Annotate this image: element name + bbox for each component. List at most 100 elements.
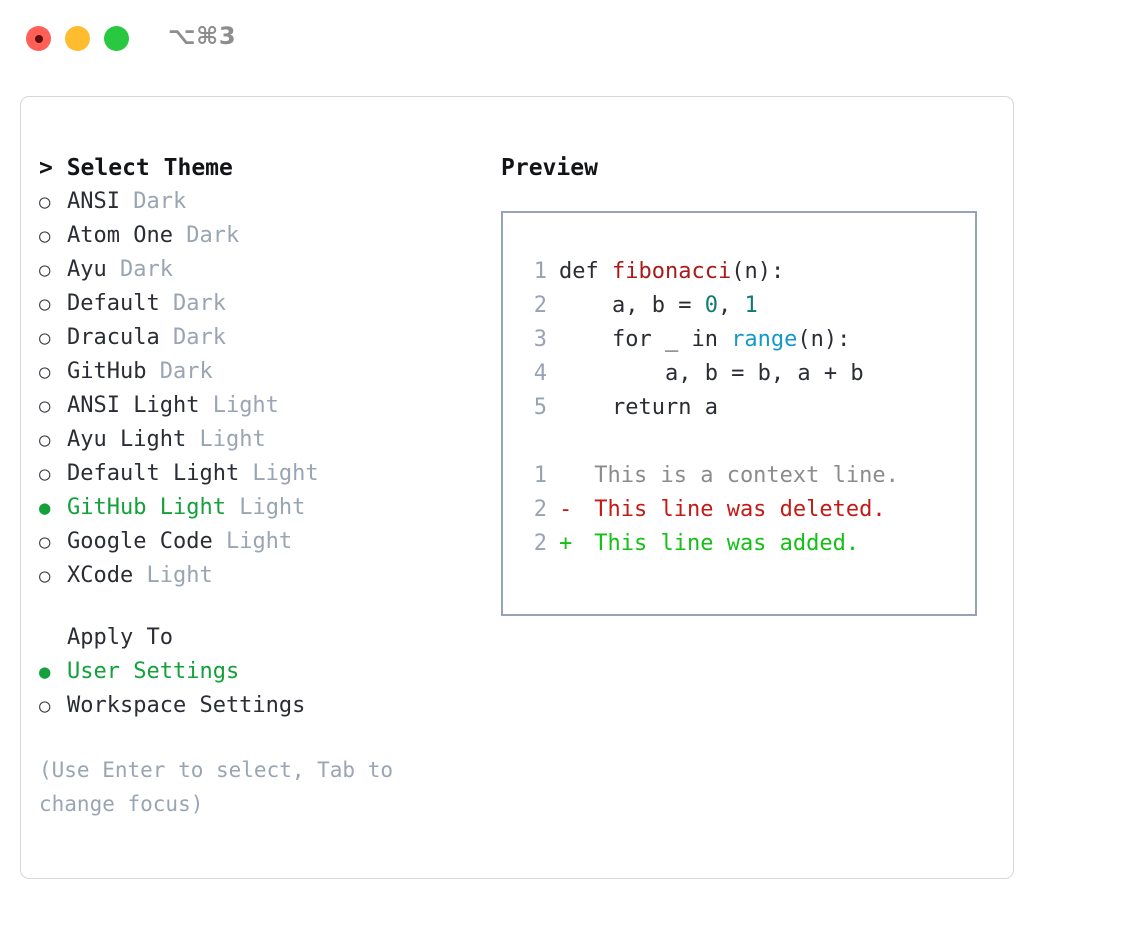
code-token-plain: a, b = [559,293,705,318]
theme-option-label: Ayu [67,257,107,282]
diff-lines: 1 This is a context line.2- This line wa… [521,459,969,561]
code-line: 4 a, b = b, a + b [521,357,969,391]
code-token-plain: a, b = b, a + b [559,361,864,386]
code-token-plain: , [717,293,745,318]
radio-unselected-icon: ○ [39,225,51,247]
keyboard-hint: (Use Enter to select, Tab to change focu… [39,758,406,816]
minimize-button[interactable] [65,26,90,51]
code-line-number: 3 [533,327,547,352]
theme-option-default-light[interactable]: ○ Default Light Light [39,457,489,491]
theme-variant-tag: Light [225,495,306,520]
theme-option-ansi-light[interactable]: ○ ANSI Light Light [39,389,489,423]
code-line: 5 return a [521,391,969,425]
apply-to-option-user-settings[interactable]: ● User Settings [39,655,489,689]
code-line: 1 def fibonacci(n): [521,255,969,289]
theme-option-ayu-light[interactable]: ○ Ayu Light Light [39,423,489,457]
radio-unselected-icon: ○ [39,531,51,553]
theme-variant-tag: Light [186,427,266,452]
theme-list: ○ANSI Dark○Atom One Dark○Ayu Dark○Defaul… [39,185,489,593]
diff-line-del: 2- This line was deleted. [521,493,969,527]
spacer [521,425,969,459]
theme-option-atom-one[interactable]: ○ Atom One Dark [39,219,489,253]
diff-line-ctx: 1 This is a context line. [521,459,969,493]
apply-to-option-workspace-settings[interactable]: ○ Workspace Settings [39,689,489,723]
radio-unselected-icon: ○ [39,293,51,315]
apply-to-option-label: User Settings [67,659,240,684]
theme-option-label: Google Code [67,529,213,554]
theme-variant-tag: Light [212,529,293,554]
theme-option-ansi[interactable]: ○ANSI Dark [39,185,489,219]
apply-to-header: Apply To [67,625,173,650]
code-line-content: def fibonacci(n): [559,255,784,289]
code-line-content: return a [559,391,718,425]
code-token-num: 1 [744,293,758,318]
theme-option-ayu[interactable]: ○Ayu Dark [39,253,489,287]
diff-line-number: 1 [533,463,547,488]
theme-variant-tag: Dark [106,257,173,282]
theme-variant-tag: Light [133,563,213,588]
radio-unselected-icon: ○ [39,395,51,417]
theme-option-xcode[interactable]: ○XCode Light [39,559,489,593]
theme-variant-tag: Dark [119,189,187,214]
theme-option-github-light[interactable]: ●GitHub Light Light [39,491,489,525]
radio-unselected-icon: ○ [39,361,51,383]
theme-variant-tag: Dark [172,223,240,248]
code-token-plain: for _ in [559,327,732,352]
theme-option-default[interactable]: ○Default Dark [39,287,489,321]
maximize-button[interactable] [104,26,129,51]
radio-selected-icon: ● [39,661,51,683]
select-theme-header: > Select Theme [39,155,233,181]
theme-option-label: ANSI Light [67,393,200,418]
radio-unselected-icon: ○ [39,565,51,587]
code-line-content: a, b = b, a + b [559,357,864,391]
diff-sign: - [559,497,573,522]
theme-variant-tag: Light [239,461,319,486]
diff-line-add: 2+ This line was added. [521,527,969,561]
radio-unselected-icon: ○ [39,429,51,451]
diff-sign: + [559,531,573,556]
code-token-fn: fibonacci [611,259,732,284]
titlebar: ⌥⌘3 [0,0,1140,78]
apply-to-list: ● User Settings ○ Workspace Settings [39,655,489,723]
theme-variant-tag: Dark [159,291,226,316]
theme-option-label: Default Light [67,461,240,486]
theme-option-github[interactable]: ○ GitHub Dark [39,355,489,389]
diff-sign [559,459,581,493]
theme-variant-tag: Dark [146,359,213,384]
theme-variant-tag: Light [199,393,279,418]
theme-option-dracula[interactable]: ○Dracula Dark [39,321,489,355]
code-token-num: 0 [704,293,718,318]
code-token-plain: (n): [797,327,851,352]
theme-option-label: Dracula [67,325,160,350]
code-line: 3 for _ in range(n): [521,323,969,357]
code-line-number: 4 [533,361,547,386]
close-button[interactable] [26,26,51,51]
window-controls [26,26,129,51]
theme-selection-column: > Select Theme ○ANSI Dark○Atom One Dark○… [39,151,489,821]
theme-option-google-code[interactable]: ○ Google Code Light [39,525,489,559]
code-line-content: a, b = 0, 1 [559,289,758,323]
theme-option-label: Ayu Light [67,427,187,452]
code-line: 2 a, b = 0, 1 [521,289,969,323]
radio-unselected-icon: ○ [39,463,51,485]
theme-option-label: Atom One [67,223,173,248]
radio-unselected-icon: ○ [39,327,51,349]
code-line-number: 1 [533,259,547,284]
theme-option-label: GitHub [67,359,147,384]
panel-columns: > Select Theme ○ANSI Dark○Atom One Dark○… [21,97,1013,878]
radio-unselected-icon: ○ [39,695,51,717]
diff-line-number: 2 [533,531,547,556]
code-token-plain: return a [559,395,718,420]
diff-line-text: This is a context line. [581,463,899,488]
theme-option-label: GitHub Light [67,495,226,520]
code-token-call: range [731,327,798,352]
apply-to-option-label: Workspace Settings [67,693,306,718]
code-line-number: 5 [533,395,547,420]
code-line-content: for _ in range(n): [559,323,850,357]
code-token-plain: def [559,259,612,284]
